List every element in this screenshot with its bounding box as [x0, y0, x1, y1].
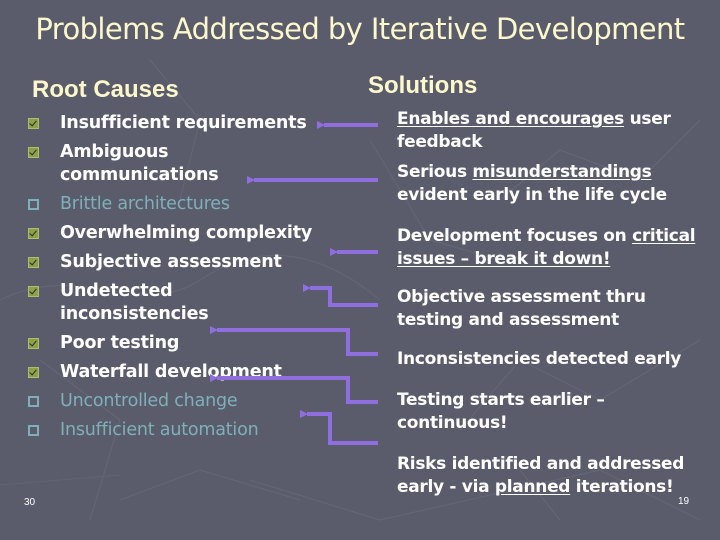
checked-box-icon [28, 286, 39, 297]
slide-title: Problems Addressed by Iterative Developm… [35, 12, 685, 46]
unchecked-box-icon [28, 199, 39, 210]
arrow-icon [303, 284, 378, 307]
page-number-right: 19 [678, 496, 690, 507]
unchecked-box-icon [28, 425, 39, 436]
solution-item: Serious misunderstandings evident early … [397, 162, 667, 205]
arrow-icon [210, 374, 378, 404]
arrow-icon [300, 410, 378, 445]
root-causes-list: Insufficient requirements Ambiguous comm… [28, 112, 348, 448]
solution-item: Development focuses on critical issues –… [397, 226, 696, 269]
cause-item: Undetected inconsistencies [28, 280, 210, 326]
page-number-left: 30 [24, 497, 36, 508]
solution-item: Risks identified and addressed early - v… [397, 454, 685, 497]
unchecked-box-icon [28, 396, 39, 407]
cause-item: Ambiguous communications [28, 141, 219, 187]
arrow-icon [210, 326, 378, 356]
solutions-heading: Solutions [368, 72, 478, 99]
solution-item: Objective assessment thru testing and as… [397, 287, 646, 330]
solution-item: Testing starts earlier – continuous! [397, 390, 605, 433]
checked-box-icon [28, 147, 39, 158]
cause-item: Insufficient requirements [28, 112, 348, 135]
cause-item: Subjective assessment [28, 251, 348, 274]
cause-item: Uncontrolled change [28, 390, 348, 413]
cause-item: Overwhelming complexity [28, 222, 348, 245]
cause-item: Brittle architectures [28, 193, 348, 216]
cause-item: Insufficient automation [28, 419, 348, 442]
checked-box-icon [28, 118, 39, 129]
checked-box-icon [28, 228, 39, 239]
solution-item: Enables and encourages user feedback [397, 109, 671, 152]
checked-box-icon [28, 367, 39, 378]
root-causes-heading: Root Causes [32, 76, 179, 103]
checked-box-icon [28, 257, 39, 268]
checked-box-icon [28, 338, 39, 349]
solution-item: Inconsistencies detected early [397, 349, 682, 369]
cause-item: Poor testing [28, 332, 348, 355]
